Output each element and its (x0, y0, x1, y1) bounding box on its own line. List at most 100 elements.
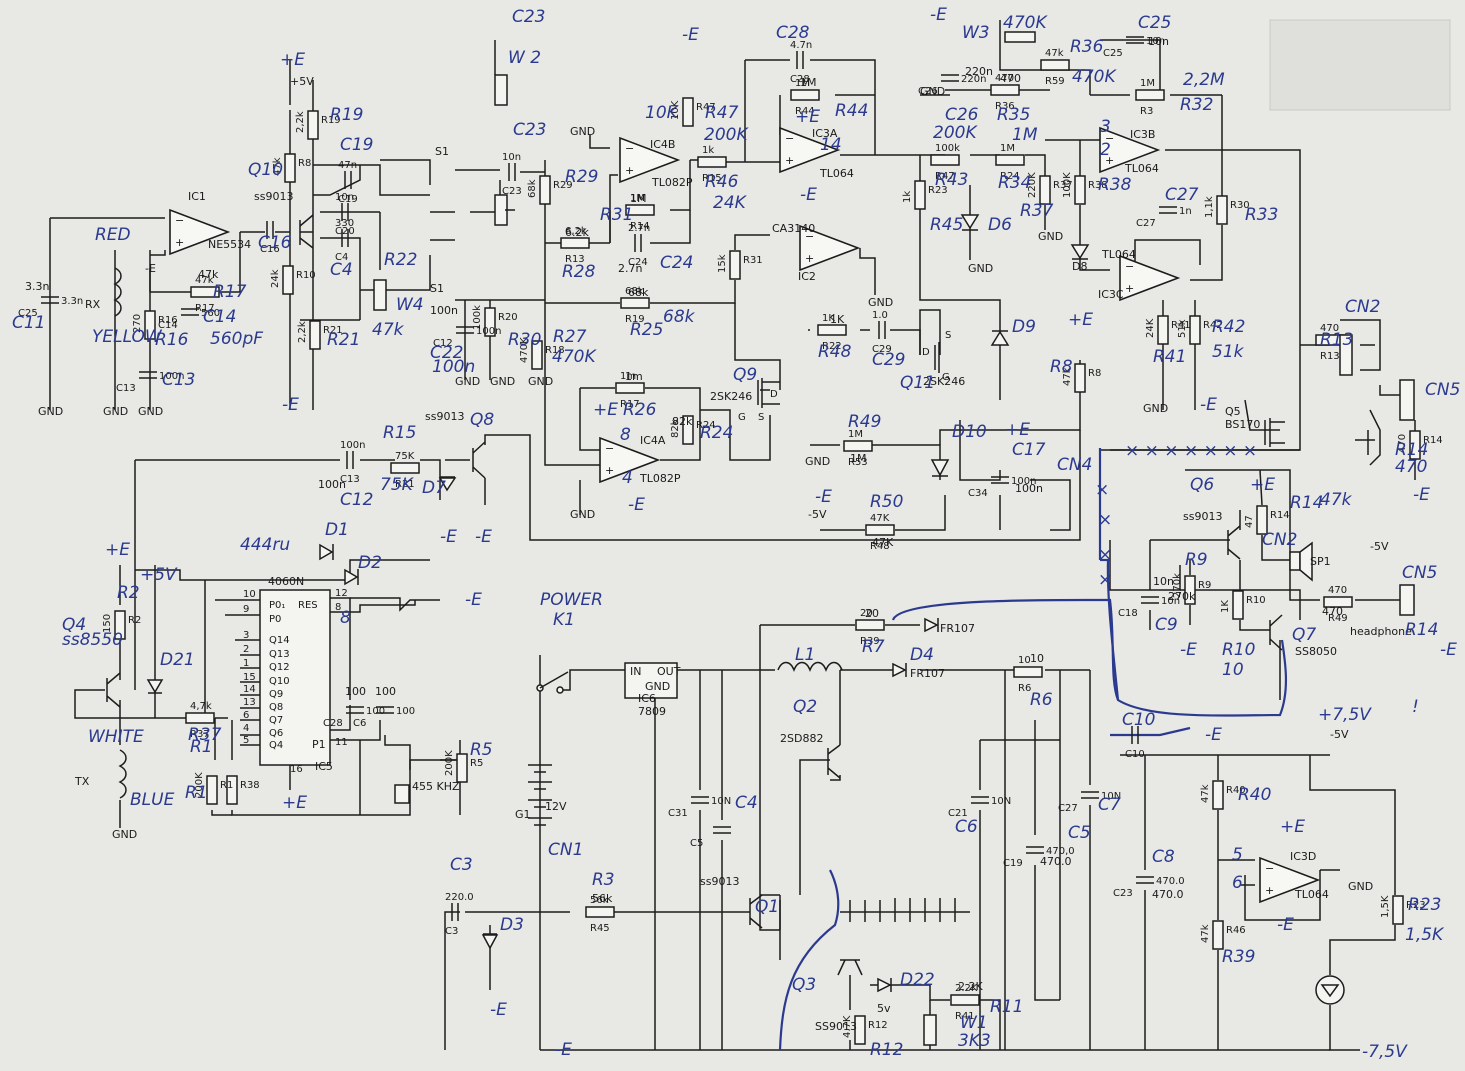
printed-label: SP1 (1310, 555, 1331, 568)
svg-text:Q14: Q14 (269, 635, 290, 646)
handwritten-note: +E (105, 540, 130, 560)
resistor-value: 2,2k (297, 321, 308, 343)
handwritten-note: R17 (213, 282, 247, 302)
handwritten-note: Q1 (755, 897, 779, 917)
handwritten-note: W4 (396, 295, 424, 315)
handwritten-note: C8 (1152, 847, 1175, 867)
resistor-value: 1k (702, 145, 714, 156)
inductor-l1 (777, 661, 843, 673)
printed-label: IC3C (1098, 288, 1124, 301)
svg-text:Q9: Q9 (269, 689, 283, 700)
capacitor-c13b: 100n (340, 440, 365, 469)
printed-label: 2.7n (618, 262, 642, 275)
diode-d7 (438, 476, 457, 492)
resistor-value: 150 (102, 614, 113, 633)
svg-text:3: 3 (243, 630, 249, 641)
printed-label: 2SD882 (780, 732, 823, 745)
resistor-r24b: 1M (995, 143, 1025, 166)
resistor-r8b: 47k (1062, 363, 1086, 393)
resistor-r48: 47K (865, 513, 895, 536)
resistor-value: 1K (1220, 600, 1231, 613)
handwritten-note: R46 (705, 172, 739, 192)
cross-marks: × × × × × × × × × × × (1095, 441, 1257, 590)
handwritten-note: 8 (340, 608, 351, 628)
printed-label: 2.2K (958, 980, 983, 993)
svg-text:10: 10 (243, 589, 256, 600)
resistor-r24: 82k (670, 415, 694, 445)
capacitor-c3: 220.0 (445, 892, 474, 921)
handwritten-note: +E (1250, 475, 1275, 495)
handwritten-note: R31 (600, 205, 633, 225)
resistor-r9: 270k (1172, 573, 1196, 605)
svg-text:P0: P0 (269, 614, 281, 625)
handwritten-note: R7 (862, 637, 885, 657)
resistor-ref: R39 (860, 636, 880, 647)
capacitor-ref: C19 (338, 194, 358, 205)
resistor-ref: R9 (1198, 580, 1211, 591)
capacitor-ref: C23 (1113, 888, 1133, 899)
resistor-value: 470 (1328, 585, 1347, 596)
handwritten-note: -E (1205, 725, 1222, 745)
handwritten-note: D6 (988, 215, 1012, 235)
capacitor-value: 10n (1146, 36, 1165, 47)
resistor-ref: R36 (995, 101, 1015, 112)
diode-d5 (924, 617, 939, 633)
capacitor-c23b: 470.0 (1136, 876, 1185, 887)
handwritten-note: 200K (933, 123, 978, 143)
resistor-ref: R10 (1246, 595, 1266, 606)
capacitor-c28: 4.7n (790, 40, 812, 69)
handwritten-note: 6 (1232, 873, 1243, 893)
handwritten-note: R33 (1245, 205, 1278, 225)
handwritten-note: 1M (1012, 125, 1038, 145)
svg-text:Q12: Q12 (269, 662, 290, 673)
resistor-value: 100k (935, 143, 960, 154)
capacitor-value: 10n (335, 192, 354, 203)
resistor-ref: R18 (545, 345, 565, 356)
handwritten-note: C22 (430, 343, 464, 363)
printed-label: 100 (375, 685, 396, 698)
printed-label: 470 (1322, 605, 1343, 618)
opamp-plus: + (1105, 154, 1114, 167)
handwritten-note: R14 (1395, 440, 1428, 460)
printed-label: GND (528, 375, 553, 388)
diode-d3 (481, 933, 499, 950)
resistor-ref: R30 (1230, 200, 1250, 211)
resistor-value: 1M (1000, 143, 1015, 154)
capacitor-value: 10n (502, 152, 521, 163)
resistor-ref: R53 (848, 457, 868, 468)
handwritten-note: C29 (872, 350, 906, 370)
capacitor-value: 10N (991, 796, 1011, 807)
resistor-ref: R24 (696, 420, 716, 431)
capacitor-c12: 100n (456, 326, 501, 337)
printed-label: CA3140 (772, 222, 815, 235)
resistor-r23: 1,5K (1380, 895, 1404, 925)
resistor-value: 4.7K (842, 1015, 853, 1038)
svg-text:×: × (1098, 570, 1112, 590)
svg-text:D: D (922, 347, 930, 358)
handwritten-note: +7,5V (1318, 705, 1372, 725)
resistor-r49: 470 (1323, 585, 1353, 608)
handwritten-note: CN4 (1057, 455, 1092, 475)
printed-label: GND (1038, 230, 1063, 243)
handwritten-note: +E (593, 400, 618, 420)
potentiometer-w1 (923, 1014, 937, 1046)
capacitor-value: 10N (1101, 791, 1121, 802)
svg-text:Q4: Q4 (269, 740, 283, 751)
resistor-value: 47k (272, 157, 283, 176)
resistor-r14c: 470 (1397, 430, 1421, 460)
handwritten-note: R29 (565, 167, 598, 187)
opamp-minus: − (625, 142, 634, 155)
handwritten-note: ss8550 (62, 630, 123, 650)
opamp-ic2: −+ (799, 224, 861, 272)
inductor-tx (118, 749, 127, 799)
handwritten-note: -E (1413, 485, 1430, 505)
printed-label: IC5 (315, 760, 333, 773)
handwritten-note: R47 (705, 103, 739, 123)
resistor-value: 1M (848, 429, 863, 440)
capacitor-value: 100 (366, 706, 385, 717)
handwritten-note: R2 (117, 583, 140, 603)
svg-text:Q10: Q10 (269, 676, 290, 687)
handwritten-note: -E (555, 1040, 572, 1060)
resistor-value: 10 (1018, 655, 1031, 666)
